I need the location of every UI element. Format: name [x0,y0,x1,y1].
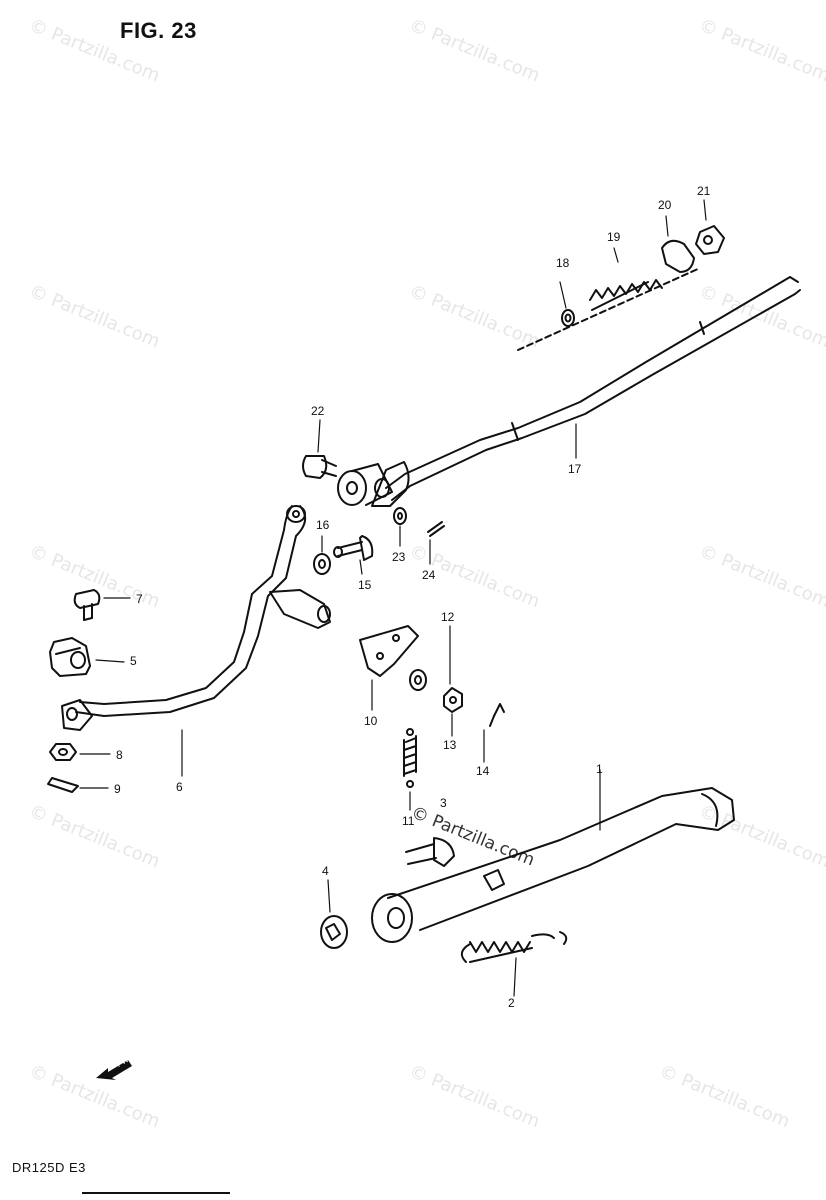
callout-7: 7 [136,592,143,606]
rod-part-17 [337,276,801,507]
cotter-pin-part-24 [427,521,445,537]
callout-15: 15 [358,578,372,592]
callout-8: 8 [116,748,123,762]
washer-part-4 [320,915,348,949]
washer-part-12 [409,669,427,691]
callout-22: 22 [311,404,325,418]
callout-13: 13 [443,738,457,752]
side-stand-part-1 [371,787,735,943]
model-code: DR125D E3 [12,1160,86,1175]
callout-24: 24 [422,568,436,582]
washer-part-23 [393,507,407,525]
footer-rule [82,1192,230,1194]
callout-18: 18 [556,256,570,270]
callout-17: 17 [568,462,582,476]
callout-11: 11 [402,814,415,828]
callout-20: 20 [658,198,672,212]
cotter-pin-part-14 [489,703,505,727]
callout-12: 12 [441,610,455,624]
bracket-part-5 [49,637,91,677]
pin-part-22 [302,455,337,479]
forward-arrow [96,1060,132,1080]
nut-part-13 [443,687,463,713]
leader-lines [79,199,707,997]
nut-part-8 [49,743,77,761]
spring-part-11 [403,728,417,788]
callout-1: 1 [596,762,603,776]
spring-part-2 [460,931,568,963]
callout-2: 2 [508,996,515,1010]
pin-part-16 [313,553,331,575]
callout-5: 5 [130,654,137,668]
spring-assembly-18-21 [517,225,725,351]
callout-16: 16 [316,518,330,532]
lever-part-6 [61,505,331,731]
callout-10: 10 [364,714,378,728]
bolt-part-7 [73,589,101,621]
washer-part-9 [47,777,79,793]
bolt-part-15 [333,535,374,561]
plate-part-10 [359,625,419,677]
callout-19: 19 [607,230,621,244]
callout-23: 23 [392,550,406,564]
callout-6: 6 [176,780,183,794]
callout-14: 14 [476,764,490,778]
callout-21: 21 [697,184,711,198]
figure-title: FIG. 23 [120,18,197,43]
bolt-part-3 [405,837,455,867]
callout-4: 4 [322,864,329,878]
callout-9: 9 [114,782,121,796]
callout-3: 3 [440,796,447,810]
